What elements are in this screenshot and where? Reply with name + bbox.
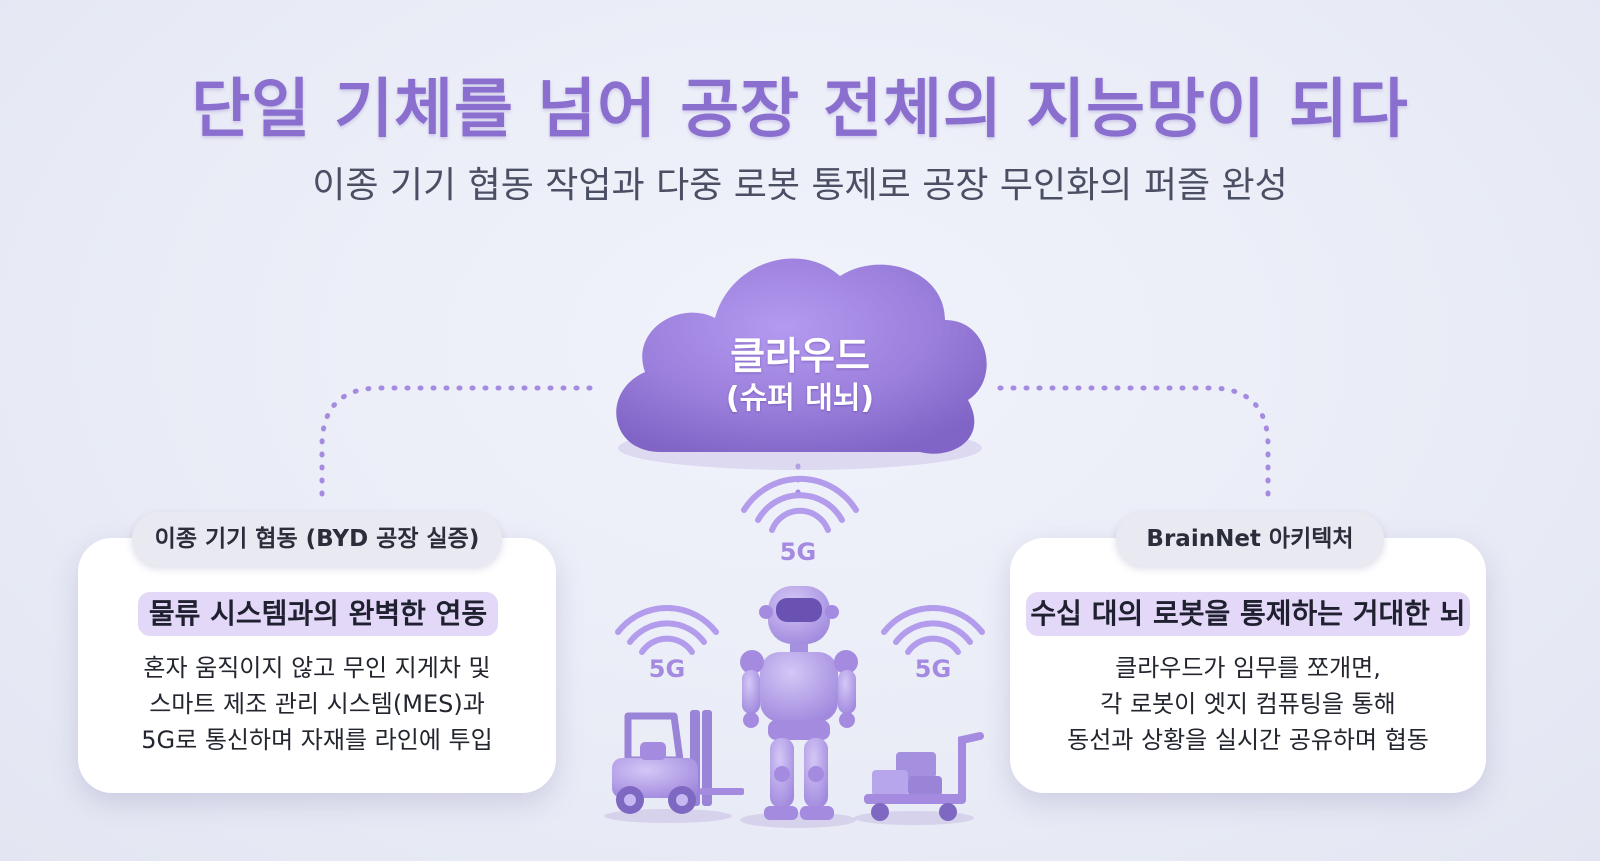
cart-icon [854,732,984,825]
left-card [78,538,556,793]
left-card-highlight: 물류 시스템과의 완벽한 연동 [138,592,498,636]
right-card-line: 각 로봇이 엣지 컴퓨팅을 통해 [1100,690,1396,718]
left-card-line: 5G로 통신하며 자재를 라인에 투입 [141,726,493,754]
cloud-subtitle: (슈퍼 대뇌) [725,381,875,416]
robot-icon [740,586,858,828]
connector-left [319,385,593,505]
left-card-pill: 이종 기기 협동 (BYD 공장 실증) [132,512,502,566]
signal-label-center: 5G [779,538,817,566]
right-card-body: 클라우드가 임무를 쪼개면, 각 로봇이 엣지 컴퓨팅을 통해 동선과 상황을 … [1010,650,1486,758]
left-card-line: 스마트 제조 관리 시스템(MES)과 [149,690,485,718]
connector-right [997,385,1271,505]
signal-label-left: 5G [648,655,686,683]
left-card-body: 혼자 움직이지 않고 무인 지게차 및 스마트 제조 관리 시스템(MES)과 … [78,650,556,758]
signal-label-right: 5G [914,655,952,683]
right-card-line: 클라우드가 임무를 쪼개면, [1115,654,1381,682]
right-card-highlight: 수십 대의 로봇을 통제하는 거대한 뇌 [1026,592,1470,636]
right-card [1010,538,1486,793]
forklift-icon [604,710,744,823]
left-card-line: 혼자 움직이지 않고 무인 지게차 및 [143,654,491,682]
cloud-title: 클라우드 [730,334,870,378]
page-subtitle: 이종 기기 협동 작업과 다중 로봇 통제로 공장 무인화의 퍼즐 완성 [312,165,1288,206]
wifi-icon [881,604,985,655]
page-title: 단일 기체를 넘어 공장 전체의 지능망이 되다 [191,73,1409,147]
right-card-pill: BrainNet 아키텍처 [1116,512,1384,566]
wifi-icon [615,604,719,655]
cloud-icon [616,258,987,470]
wifi-icon [741,475,859,533]
right-card-line: 동선과 상황을 실시간 공유하며 협동 [1067,726,1429,754]
